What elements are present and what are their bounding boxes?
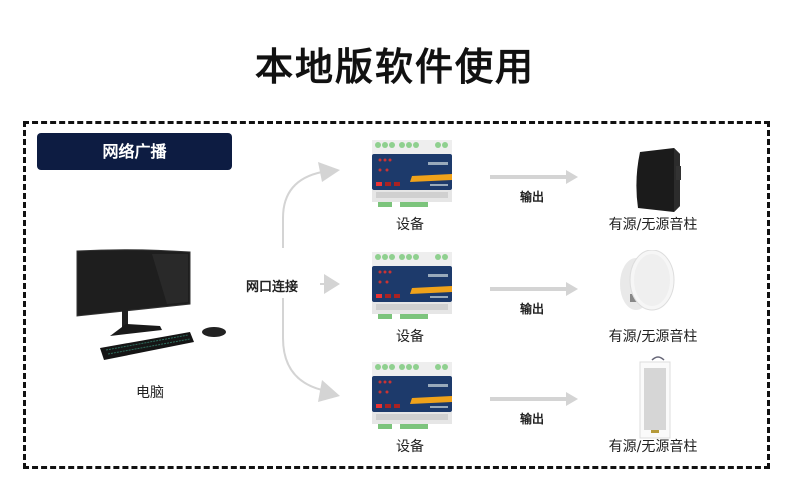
device-label: 设备	[396, 329, 424, 345]
computer-label: 电脑	[136, 385, 164, 401]
network-audio-device-icon	[372, 252, 452, 324]
device-label: 设备	[396, 439, 424, 455]
wall-speaker-icon	[634, 148, 684, 212]
speaker-label: 有源/无源音柱	[608, 329, 698, 345]
column-speaker-icon	[638, 356, 672, 440]
diagram-frame	[23, 121, 770, 469]
output-arrow-icon	[490, 392, 580, 406]
desktop-computer-icon	[72, 246, 232, 366]
connection-label: 网口连接	[246, 276, 299, 295]
connection-arrows	[270, 158, 350, 408]
page-title: 本地版软件使用	[254, 45, 535, 89]
network-audio-device-icon	[372, 140, 452, 212]
output-arrow-icon	[490, 170, 580, 184]
output-label: 输出	[520, 190, 545, 204]
speaker-label: 有源/无源音柱	[608, 217, 698, 233]
network-audio-device-icon	[372, 362, 452, 434]
ceiling-speaker-icon	[616, 250, 676, 314]
network-broadcast-badge: 网络广播	[37, 133, 232, 170]
output-label: 输出	[520, 412, 545, 426]
device-label: 设备	[396, 217, 424, 233]
output-arrow-icon	[490, 282, 580, 296]
speaker-label: 有源/无源音柱	[608, 439, 698, 455]
output-label: 输出	[520, 302, 545, 316]
